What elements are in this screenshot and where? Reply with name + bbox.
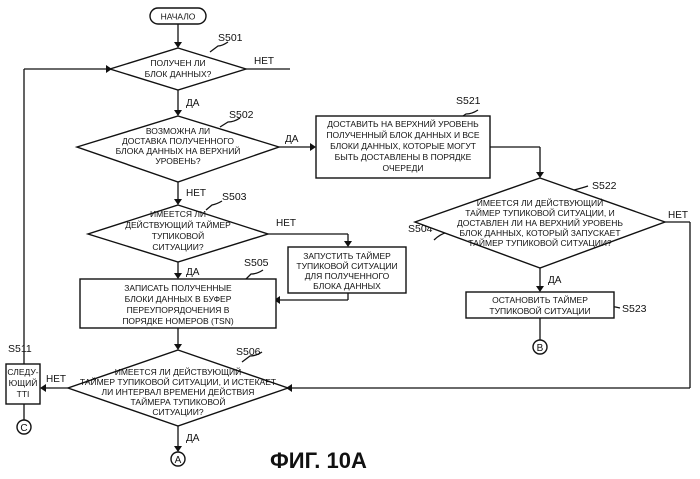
s502-line-3: БЛОКА ДАННЫХ НА ВЕРХНИЙ	[116, 145, 241, 156]
s505-id: S505	[244, 257, 269, 269]
s501-yes-label: ДА	[186, 98, 200, 109]
s523-line-1: ОСТАНОВИТЬ ТАЙМЕР	[492, 294, 588, 305]
s502-no-label: НЕТ	[186, 188, 206, 199]
s505-line-1: ЗАПИСАТЬ ПОЛУЧЕННЫЕ	[124, 283, 232, 293]
s502-line-4: УРОВЕНЬ?	[155, 156, 201, 166]
connector-b-label: B	[537, 343, 544, 354]
start-terminator: НАЧАЛО	[150, 8, 206, 24]
s504-line-1: ЗАПУСТИТЬ ТАЙМЕР	[303, 250, 391, 261]
s522-id: S522	[592, 180, 617, 192]
s502-yes-label: ДА	[285, 134, 299, 145]
s523-line-2: ТУПИКОВОЙ СИТУАЦИИ	[489, 305, 590, 316]
s522-line-1: ИМЕЕТСЯ ЛИ ДЕЙСТВУЮЩИЙ	[477, 197, 604, 208]
s502-line-2: ДОСТАВКА ПОЛУЧЕННОГО	[122, 136, 234, 146]
connector-b: B	[533, 340, 547, 354]
connector-a-label: A	[175, 455, 182, 466]
s503-yes-label: ДА	[186, 267, 200, 278]
s502-id: S502	[229, 109, 254, 121]
connector-c: C	[17, 420, 31, 434]
start-label: НАЧАЛО	[161, 12, 196, 22]
s505-line-2: БЛОКИ ДАННЫХ В БУФЕР	[125, 294, 232, 304]
s506-line-1: ИМЕЕТСЯ ЛИ ДЕЙСТВУЮЩИЙ	[115, 366, 242, 377]
s511-line-3: TTI	[17, 389, 30, 399]
s506-line-4: ТАЙМЕРА ТУПИКОВОЙ	[131, 396, 226, 407]
s521-line-4: БЫТЬ ДОСТАВЛЕНЫ В ПОРЯДКЕ	[335, 152, 472, 162]
s501-no-label: НЕТ	[254, 56, 274, 67]
connector-c-label: C	[20, 423, 27, 434]
process-s521: ДОСТАВИТЬ НА ВЕРХНИЙ УРОВЕНЬ ПОЛУЧЕННЫЙ …	[316, 95, 490, 178]
s506-line-5: СИТУАЦИИ?	[152, 407, 203, 417]
s521-line-1: ДОСТАВИТЬ НА ВЕРХНИЙ УРОВЕНЬ	[327, 118, 479, 129]
s522-yes-label: ДА	[548, 275, 562, 286]
decision-s522: ИМЕЕТСЯ ЛИ ДЕЙСТВУЮЩИЙ ТАЙМЕР ТУПИКОВОЙ …	[415, 178, 688, 286]
s522-line-2: ТАЙМЕР ТУПИКОВОЙ СИТУАЦИИ, И	[465, 207, 615, 218]
s505-line-4: ПОРЯДКЕ НОМЕРОВ (TSN)	[122, 316, 234, 326]
s521-line-5: ОЧЕРЕДИ	[383, 163, 424, 173]
s501-line-1: ПОЛУЧЕН ЛИ	[150, 58, 205, 68]
s522-line-4: БЛОК ДАННЫХ, КОТОРЫЙ ЗАПУСКАЕТ	[459, 227, 620, 238]
s501-id: S501	[218, 32, 243, 44]
connector-a: A	[171, 452, 185, 466]
process-s511: СЛЕДУ- ЮЩИЙ TTI S511	[6, 343, 40, 404]
s506-line-3: ЛИ ИНТЕРВАЛ ВРЕМЕНИ ДЕЙСТВИЯ	[102, 386, 255, 397]
s501-line-2: БЛОК ДАННЫХ?	[145, 69, 212, 79]
s504-line-2: ТУПИКОВОЙ СИТУАЦИИ	[296, 260, 397, 271]
s503-line-4: СИТУАЦИИ?	[152, 242, 203, 252]
s504-line-4: БЛОКА ДАННЫХ	[313, 281, 381, 291]
s521-id: S521	[456, 95, 481, 107]
s506-line-2: ТАЙМЕР ТУПИКОВОЙ СИТУАЦИИ, И ИСТЕКАЕТ	[80, 376, 276, 387]
s502-line-1: ВОЗМОЖНА ЛИ	[146, 126, 210, 136]
s506-id: S506	[236, 346, 261, 358]
figure-caption: ФИГ. 10А	[270, 448, 367, 473]
decision-s502: ВОЗМОЖНА ЛИ ДОСТАВКА ПОЛУЧЕННОГО БЛОКА Д…	[77, 109, 299, 199]
s503-line-3: ТУПИКОВОЙ	[152, 230, 204, 241]
s506-no-label: НЕТ	[46, 374, 66, 385]
s503-no-label: НЕТ	[276, 218, 296, 229]
s504-line-3: ДЛЯ ПОЛУЧЕННОГО	[305, 271, 390, 281]
s521-line-3: БЛОКИ ДАННЫХ, КОТОРЫЕ МОГУТ	[330, 141, 476, 151]
s521-line-2: ПОЛУЧЕННЫЙ БЛОК ДАННЫХ И ВСЕ	[326, 129, 480, 140]
s511-line-2: ЮЩИЙ	[9, 377, 38, 388]
s506-yes-label: ДА	[186, 433, 200, 444]
s522-line-5: ТАЙМЕР ТУПИКОВОЙ СИТУАЦИИ?	[468, 237, 612, 248]
s511-id: S511	[8, 343, 32, 355]
process-s523: ОСТАНОВИТЬ ТАЙМЕР ТУПИКОВОЙ СИТУАЦИИ S52…	[466, 292, 647, 318]
s505-line-3: ПЕРЕУПОРЯДОЧЕНИЯ В	[127, 305, 230, 315]
decision-s506: ИМЕЕТСЯ ЛИ ДЕЙСТВУЮЩИЙ ТАЙМЕР ТУПИКОВОЙ …	[46, 346, 288, 444]
s522-no-label: НЕТ	[668, 210, 688, 221]
s511-line-1: СЛЕДУ-	[7, 367, 38, 377]
s523-id: S523	[622, 303, 647, 315]
decision-s501: ПОЛУЧЕН ЛИ БЛОК ДАННЫХ? S501 НЕТ ДА	[110, 32, 274, 109]
s503-line-1: ИМЕЕТСЯ ЛИ	[150, 209, 206, 219]
s503-line-2: ДЕЙСТВУЮЩИЙ ТАЙМЕР	[125, 219, 231, 230]
s522-line-3: ДОСТАВЛЕН ЛИ НА ВЕРХНИЙ УРОВЕНЬ	[457, 217, 623, 228]
s503-id: S503	[222, 191, 247, 203]
